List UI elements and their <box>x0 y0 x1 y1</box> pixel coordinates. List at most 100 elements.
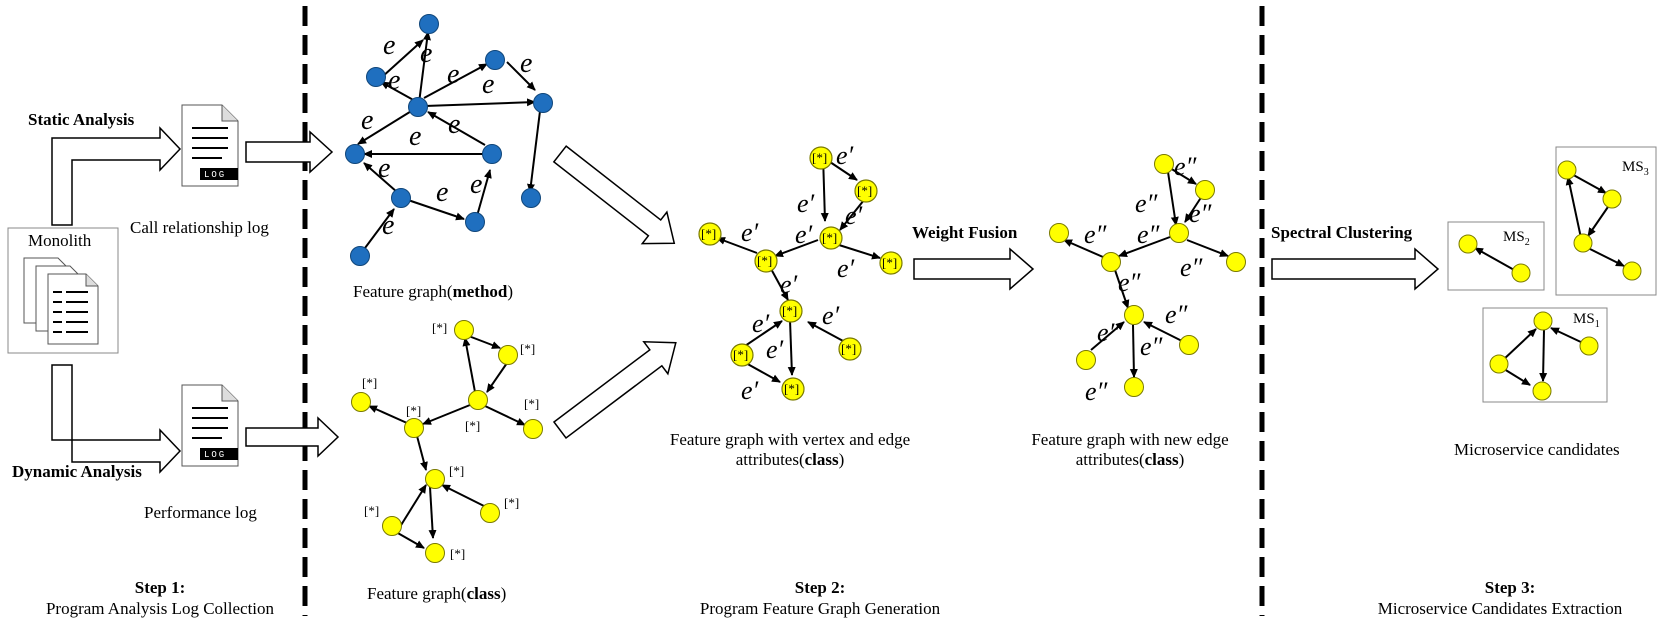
combined-node-attrs: [*] [*] [*] [*] [*] [*] [*] [*] [*] [*] <box>701 150 897 396</box>
svg-text:[*]: [*] <box>757 253 772 268</box>
svg-text:[*]: [*] <box>882 255 897 270</box>
spectral-clustering-label: Spectral Clustering <box>1271 223 1413 242</box>
svg-text:e: e <box>382 210 394 241</box>
perf-log-arrow <box>245 416 340 458</box>
class-graph <box>368 334 526 549</box>
svg-text:e″: e″ <box>1189 199 1213 228</box>
step1-title: Step 1: <box>134 578 186 597</box>
svg-text:e: e <box>448 109 460 140</box>
svg-text:[*]: [*] <box>841 341 856 356</box>
ms1-box <box>1482 307 1608 403</box>
svg-text:e″: e″ <box>1180 253 1204 282</box>
svg-text:e″: e″ <box>1140 332 1164 361</box>
svg-text:MS1: MS1 <box>1573 311 1600 330</box>
method-graph-caption: Feature graph(method) <box>353 282 514 301</box>
svg-text:[*]: [*] <box>504 495 519 510</box>
dynamic-analysis-label: Dynamic Analysis <box>12 462 142 481</box>
svg-text:e″: e″ <box>1097 318 1121 347</box>
svg-text:e′: e′ <box>741 376 759 405</box>
svg-text:e′: e′ <box>822 301 840 330</box>
svg-text:e″: e″ <box>1135 189 1159 218</box>
svg-text:LOG: LOG <box>204 170 226 180</box>
svg-text:e: e <box>388 65 400 96</box>
svg-text:[*]: [*] <box>822 230 837 245</box>
svg-text:[*]: [*] <box>362 375 377 390</box>
svg-text:[*]: [*] <box>733 347 748 362</box>
class-nodes <box>351 320 543 563</box>
svg-text:[*]: [*] <box>520 341 535 356</box>
call-log-icon: LOG <box>181 104 239 187</box>
svg-text:e″: e″ <box>1137 220 1161 249</box>
svg-text:e: e <box>436 177 448 208</box>
method-nodes <box>345 14 553 266</box>
class-graph-caption: Feature graph(class) <box>367 584 507 603</box>
svg-text:e′: e′ <box>752 309 770 338</box>
step1-desc: Program Analysis Log Collection <box>45 599 275 618</box>
svg-text:e: e <box>447 59 459 90</box>
svg-text:[*]: [*] <box>364 503 379 518</box>
step2-desc: Program Feature Graph Generation <box>699 599 941 618</box>
method-edge-labels: e e e e e e e e e e e e e <box>361 30 532 241</box>
document-stack-icon <box>23 257 99 345</box>
svg-text:e′: e′ <box>780 270 798 299</box>
static-l-arrow <box>51 126 182 226</box>
perf-log-icon: LOG <box>181 384 239 467</box>
call-log-label: Call relationship log <box>130 218 269 237</box>
svg-text:[*]: [*] <box>857 183 872 198</box>
step2-title: Step 2: <box>794 578 846 597</box>
fused-graph <box>1063 167 1229 378</box>
fused-nodes <box>1049 154 1246 397</box>
svg-text:e: e <box>383 30 395 61</box>
svg-text:e″: e″ <box>1118 268 1142 297</box>
svg-text:e′: e′ <box>741 218 759 247</box>
svg-text:[*]: [*] <box>812 150 827 165</box>
svg-text:e: e <box>378 153 390 184</box>
svg-text:e′: e′ <box>795 220 813 249</box>
svg-text:e: e <box>409 121 421 152</box>
svg-text:e′: e′ <box>797 189 815 218</box>
svg-text:e″: e″ <box>1174 152 1198 181</box>
svg-text:e″: e″ <box>1084 220 1108 249</box>
svg-text:[*]: [*] <box>784 381 799 396</box>
combined-nodes <box>698 146 903 401</box>
monolith-label: Monolith <box>28 231 92 250</box>
ms2-box <box>1447 221 1545 291</box>
svg-text:[*]: [*] <box>782 303 797 318</box>
class-attr-labels: [*] [*] [*] [*] [*] [*] [*] [*] [*] [*] <box>362 320 539 561</box>
svg-text:[*]: [*] <box>449 463 464 478</box>
dynamic-l-arrow <box>51 364 182 474</box>
weight-fusion-label: Weight Fusion <box>912 223 1018 242</box>
svg-text:e: e <box>420 38 432 69</box>
class-to-combined-arrow <box>552 341 677 440</box>
call-log-arrow <box>245 130 334 174</box>
microservice-candidates-label: Microservice candidates <box>1454 440 1620 459</box>
ms3-box <box>1555 146 1657 296</box>
step3-desc: Microservice Candidates Extraction <box>1377 599 1623 618</box>
svg-text:e: e <box>470 169 482 200</box>
combined-graph <box>716 154 881 383</box>
method-graph <box>357 31 541 249</box>
svg-text:MS3: MS3 <box>1622 159 1649 178</box>
perf-log-label: Performance log <box>144 503 257 522</box>
svg-text:[*]: [*] <box>432 320 447 335</box>
combined-edge-labels: e′ e′ e′ e′ e′ e′ e′ e′ e′ e′ e′ <box>741 141 863 405</box>
svg-text:e: e <box>520 48 532 79</box>
svg-text:e″: e″ <box>1085 377 1109 406</box>
svg-text:e′: e′ <box>836 141 854 170</box>
svg-text:e″: e″ <box>1165 300 1189 329</box>
svg-text:[*]: [*] <box>406 403 421 418</box>
svg-text:[*]: [*] <box>701 226 716 241</box>
svg-text:[*]: [*] <box>465 418 480 433</box>
fused-edge-labels: e″ e″ e″ e″ e″ e″ e″ e″ e″ e″ e″ <box>1084 152 1213 406</box>
method-to-combined-arrow <box>552 145 676 245</box>
static-analysis-label: Static Analysis <box>28 110 135 129</box>
ms-labels: MS2 MS3 MS1 <box>1503 159 1649 330</box>
step3-title: Step 3: <box>1484 578 1536 597</box>
svg-text:[*]: [*] <box>450 546 465 561</box>
svg-text:e: e <box>482 69 494 100</box>
svg-text:e′: e′ <box>845 201 863 230</box>
spectral-clustering-arrow <box>1271 247 1440 291</box>
